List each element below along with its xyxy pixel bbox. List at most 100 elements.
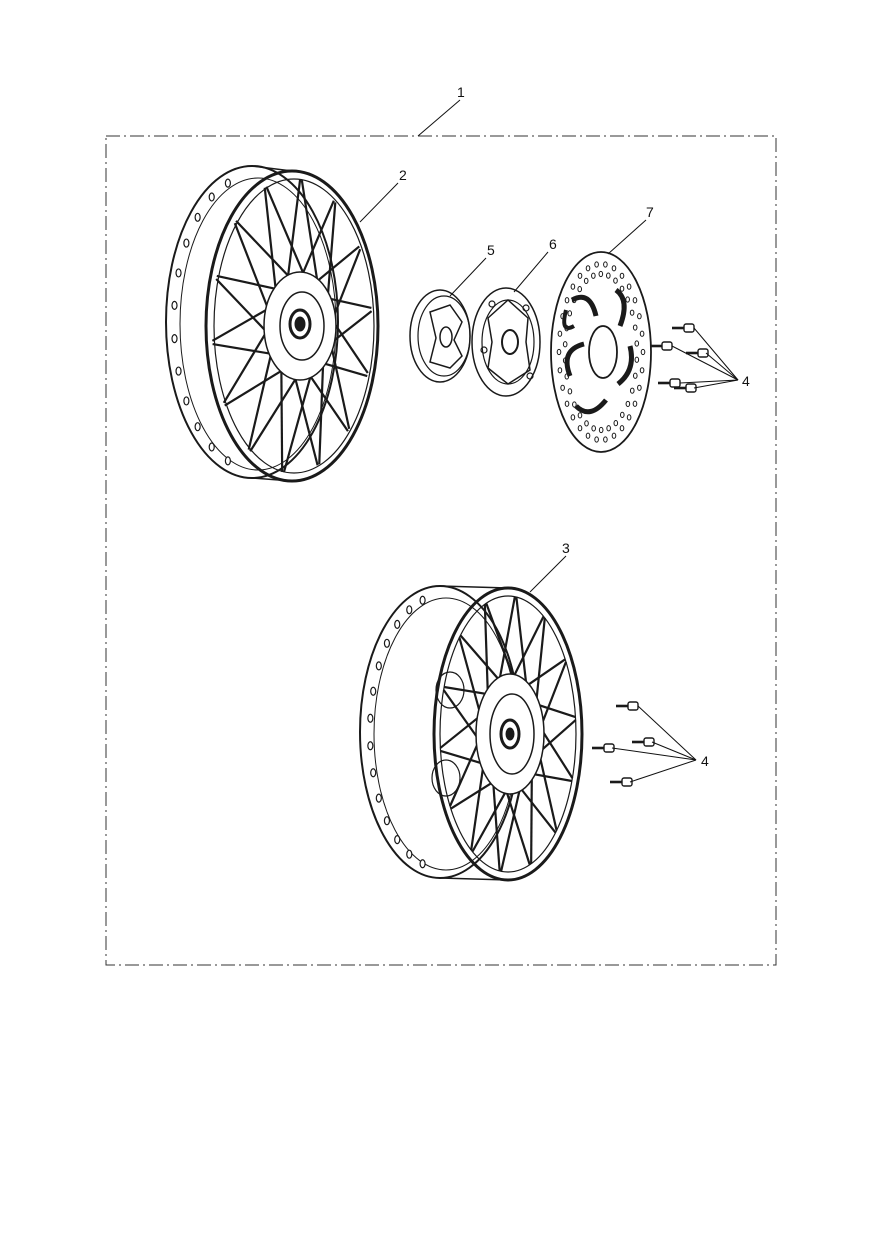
rear-wheel [359, 585, 584, 882]
disc-hole [603, 261, 608, 268]
rim-hole [175, 268, 182, 278]
disc-hole [619, 425, 625, 432]
spoke [325, 202, 337, 307]
disc-hole [591, 272, 596, 279]
disc-hole [598, 270, 604, 278]
spoke [224, 366, 288, 407]
spoke [312, 245, 360, 286]
rim-hole [224, 178, 231, 188]
callout-5: 5 [487, 242, 495, 258]
spoke [235, 220, 295, 282]
callout-3: 3 [562, 540, 570, 556]
disc-hole [632, 324, 638, 331]
disc-hole [606, 425, 611, 432]
disc-hole [585, 432, 591, 439]
spoke [215, 278, 272, 337]
disc-hole [567, 310, 573, 317]
disc-hole [611, 432, 617, 439]
disc-hole [637, 313, 642, 320]
disc-hole [634, 356, 640, 363]
disc-hole [613, 420, 619, 427]
rim-hole [375, 661, 382, 671]
spoke [298, 200, 335, 281]
spoke [249, 371, 301, 452]
spoke [263, 187, 278, 298]
part-7-brake-disc [550, 251, 652, 453]
spoke [212, 342, 277, 356]
spoke [500, 778, 524, 872]
disc-hole [560, 384, 565, 391]
disc-hole [557, 367, 563, 374]
disc-hole [598, 426, 604, 434]
callout-7: 7 [646, 204, 654, 220]
bolt-head [669, 378, 681, 388]
disc-hole [567, 388, 573, 395]
disc-hole [557, 330, 563, 337]
disc-hole [577, 425, 583, 432]
rim-hole [175, 366, 182, 376]
disc-hole [634, 340, 640, 347]
spoke [265, 186, 308, 282]
spoke [305, 370, 349, 432]
disc-hole [594, 436, 599, 443]
rim-hole [406, 849, 413, 859]
disc-hole [611, 265, 617, 272]
spoke [282, 367, 315, 473]
rim-hole [194, 422, 201, 432]
disc-hole [632, 372, 638, 379]
bolt-head [627, 701, 639, 711]
rim-hole [367, 741, 374, 751]
spoke [515, 782, 557, 834]
rim-hole [375, 793, 382, 803]
disc-hole [570, 283, 576, 290]
rim-hole [183, 238, 190, 248]
spoke [509, 615, 545, 685]
callout-4-front: 4 [742, 373, 750, 389]
disc-hole [585, 265, 591, 272]
rim-hole [419, 595, 426, 605]
disc-hole [577, 286, 583, 293]
spoke [491, 773, 501, 872]
spoke [318, 360, 368, 378]
spoke [233, 222, 272, 317]
spoke [247, 345, 275, 450]
spoke [471, 783, 511, 853]
callout-2: 2 [399, 167, 407, 183]
callout-1: 1 [457, 84, 465, 100]
spoke [483, 604, 490, 703]
rim-hole [183, 396, 190, 406]
disc-hole [629, 387, 635, 394]
rim-hole [406, 605, 413, 615]
disc-hole [572, 401, 577, 408]
spoke [222, 325, 271, 404]
rim-hole [370, 768, 377, 778]
disc-hole [629, 309, 635, 316]
spoke [530, 765, 533, 864]
disc-hole [626, 414, 632, 421]
disc-hole [606, 272, 611, 279]
spoke [450, 778, 499, 810]
disc-hole [639, 367, 645, 374]
disc-hole [613, 277, 618, 284]
disc-hole [619, 272, 625, 279]
disc-hole [584, 420, 589, 427]
bolt-head [683, 323, 695, 333]
front-disc-bolts [650, 323, 709, 393]
disc-hole [577, 272, 583, 279]
spoke [515, 596, 529, 696]
disc-hole [625, 296, 630, 303]
part-6-carrier [471, 287, 541, 397]
disc-hole [570, 414, 576, 421]
rim-hole [171, 300, 178, 310]
bolt-head [661, 341, 673, 351]
spoke [285, 179, 302, 285]
disc-hole [577, 412, 583, 419]
rim-hole [367, 713, 374, 723]
disc-hole [591, 425, 596, 432]
disc-hole [639, 330, 645, 337]
spoke [485, 602, 518, 686]
spoke [496, 596, 516, 690]
spoke [292, 370, 319, 466]
rim-hole [208, 442, 215, 452]
